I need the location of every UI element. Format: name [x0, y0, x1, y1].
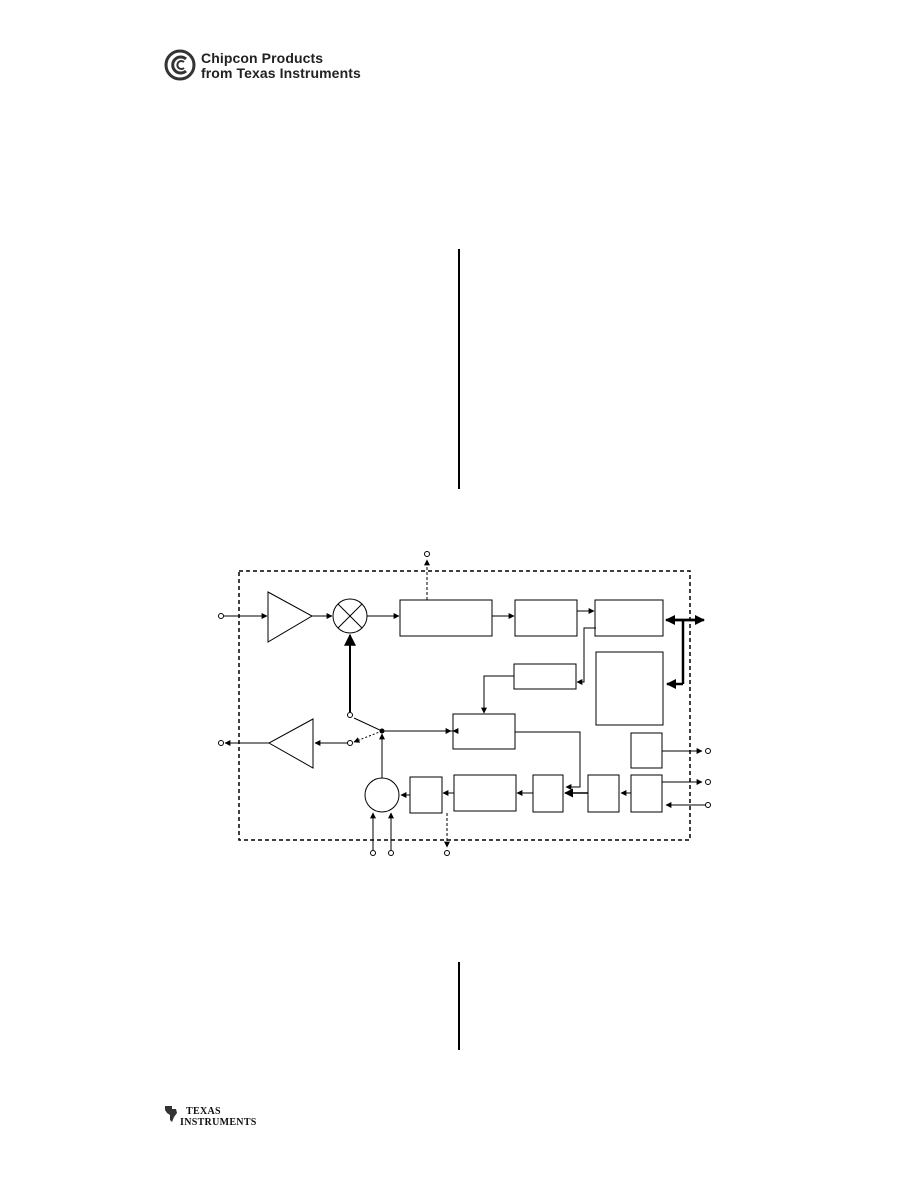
- xtal-block: [587, 774, 620, 813]
- switch-tx-pin: [347, 740, 353, 746]
- vco: [364, 777, 400, 813]
- feedback-block: [513, 663, 577, 690]
- ti-wordmark: TEXAS INSTRUMENTS: [180, 1106, 257, 1128]
- xosc-in-pin: [705, 802, 711, 808]
- column-divider-top: [458, 249, 460, 489]
- osc-block: [630, 774, 663, 813]
- chipcon-cc-logo-icon: [164, 49, 196, 81]
- interface-block: [594, 599, 664, 637]
- if-block: [399, 599, 493, 637]
- rf-out-pin: [218, 740, 224, 746]
- synth-block: [452, 713, 516, 750]
- control-block: [595, 651, 664, 726]
- brand-line-1: Chipcon Products: [201, 50, 324, 66]
- xosc-out-pin: [705, 779, 711, 785]
- block-diagram: [218, 551, 711, 856]
- switch-rx-pin: [347, 712, 353, 718]
- brand-name: Chipcon Products from Texas Instruments: [201, 51, 361, 81]
- texas-instruments-logo-icon: [165, 1106, 177, 1122]
- brand-line-2: from Texas Instruments: [201, 65, 361, 81]
- ti-line-1: TEXAS: [186, 1106, 221, 1117]
- column-divider-bottom: [458, 962, 460, 1050]
- pll-block: [453, 774, 517, 812]
- loop-filter-block: [409, 776, 443, 814]
- demod-block: [514, 599, 578, 637]
- rf-in-pin: [218, 613, 224, 619]
- ti-line-2: INSTRUMENTS: [180, 1117, 257, 1128]
- bias-pin: [705, 748, 711, 754]
- chipcon-logo: Chipcon Products from Texas Instruments: [164, 48, 384, 88]
- pa-amplifier: [267, 718, 314, 769]
- vco-pin-1: [370, 850, 376, 856]
- lna-amplifier: [267, 591, 314, 643]
- lock-pin: [444, 850, 450, 856]
- bias-block: [630, 732, 663, 769]
- chip-boundary: [238, 570, 691, 841]
- rssi-pin: [424, 551, 430, 557]
- ti-logo: TEXAS INSTRUMENTS: [163, 1103, 256, 1133]
- divider-block: [532, 774, 564, 813]
- vco-pin-2: [388, 850, 394, 856]
